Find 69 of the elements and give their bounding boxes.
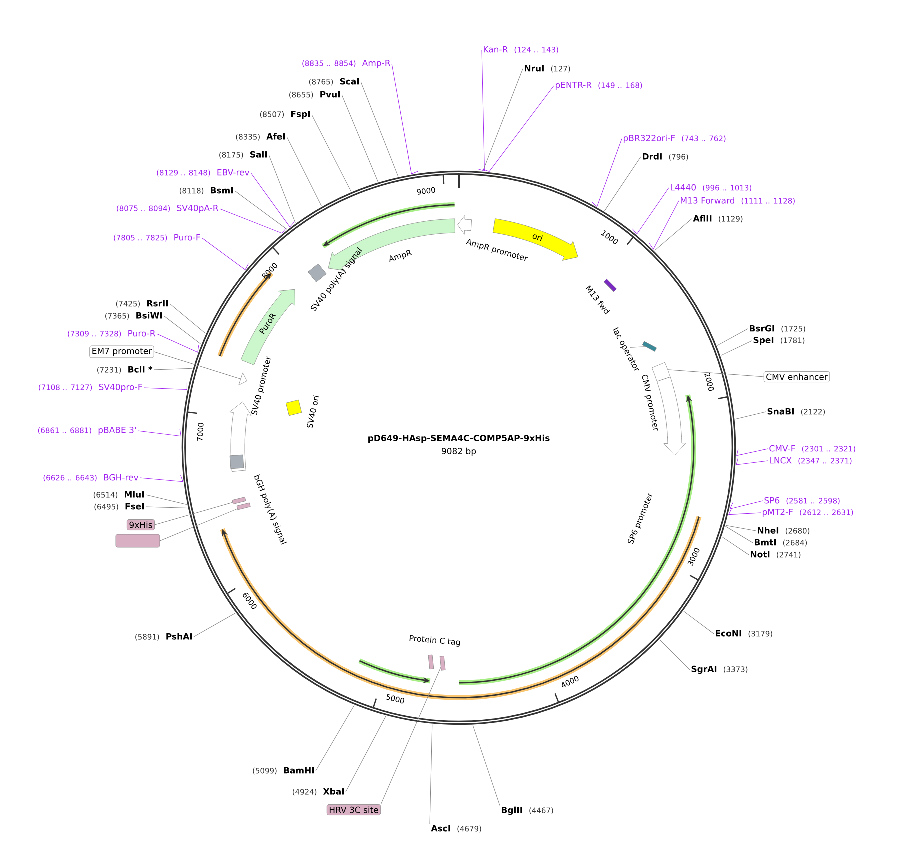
leader-line <box>160 508 238 542</box>
leader-line <box>472 725 500 806</box>
leader-line <box>430 724 433 824</box>
leader-line <box>286 136 322 207</box>
leader-line <box>668 370 764 378</box>
leader-line <box>684 611 714 634</box>
leader-line <box>592 138 622 208</box>
leader-line <box>726 525 756 532</box>
leader-line <box>138 429 182 437</box>
feature-label-box: HRV 3C site <box>326 804 382 816</box>
leader-line <box>482 68 524 172</box>
leader-line <box>144 382 188 390</box>
leader-line <box>170 304 206 334</box>
leader-line <box>342 94 378 182</box>
feature-label: Protein C tag <box>410 635 460 647</box>
leader-line <box>720 340 752 356</box>
leader-line <box>312 114 352 192</box>
feature-segment <box>657 377 686 456</box>
feature-label-box <box>116 534 160 548</box>
leader-line <box>380 667 442 805</box>
leader-line <box>730 500 764 510</box>
leader-line <box>316 705 355 772</box>
leader-line <box>660 640 690 670</box>
feature-label-box: CMV enhancer <box>764 372 830 382</box>
feature-label: SV40 ori <box>307 396 320 428</box>
leader-line <box>156 334 200 353</box>
leader-line <box>146 494 188 506</box>
leader-line <box>482 86 554 172</box>
leader-line <box>717 328 748 346</box>
leader-line <box>250 172 295 228</box>
feature-label: SV40 promoter <box>252 356 271 416</box>
feature-segment <box>236 502 251 510</box>
leader-line <box>725 526 754 544</box>
feature-segment <box>652 362 671 382</box>
leader-line <box>360 82 399 177</box>
feature-label: ori <box>532 234 544 242</box>
leader-line <box>649 200 680 250</box>
feature-segment <box>642 341 658 352</box>
feature-label: AmpR <box>390 250 412 262</box>
leader-line <box>194 613 236 638</box>
plasmid-size: 9082 bp <box>442 448 476 456</box>
leader-line <box>736 448 768 456</box>
leader-line <box>140 475 184 482</box>
leader-line <box>722 536 750 556</box>
leader-line <box>220 208 287 234</box>
feature-label-box: 9xHis <box>127 520 156 530</box>
leader-line <box>728 508 762 516</box>
leader-line <box>736 458 768 466</box>
leader-line <box>735 412 766 420</box>
leader-line <box>154 368 193 370</box>
leader-line <box>478 50 485 172</box>
leader-line <box>164 316 202 345</box>
leader-line <box>268 154 296 224</box>
feature-label-box: EM7 promoter <box>90 346 154 358</box>
leader-line <box>146 506 188 508</box>
leader-line <box>604 156 642 212</box>
leader-line <box>630 346 646 348</box>
feature-segment <box>232 497 246 504</box>
leader-line <box>234 190 288 230</box>
leader-line <box>392 64 418 174</box>
plasmid-name: pD649-HAsp-SEMA4C-COMP5AP-9xHis <box>368 434 550 444</box>
leader-line <box>346 716 386 792</box>
feature-segment <box>440 656 446 671</box>
leader-line <box>654 218 692 251</box>
leader-line <box>154 352 240 380</box>
leader-line <box>632 188 670 235</box>
feature-segment <box>238 372 248 386</box>
leader-line <box>202 238 249 270</box>
leader-line <box>154 502 233 526</box>
